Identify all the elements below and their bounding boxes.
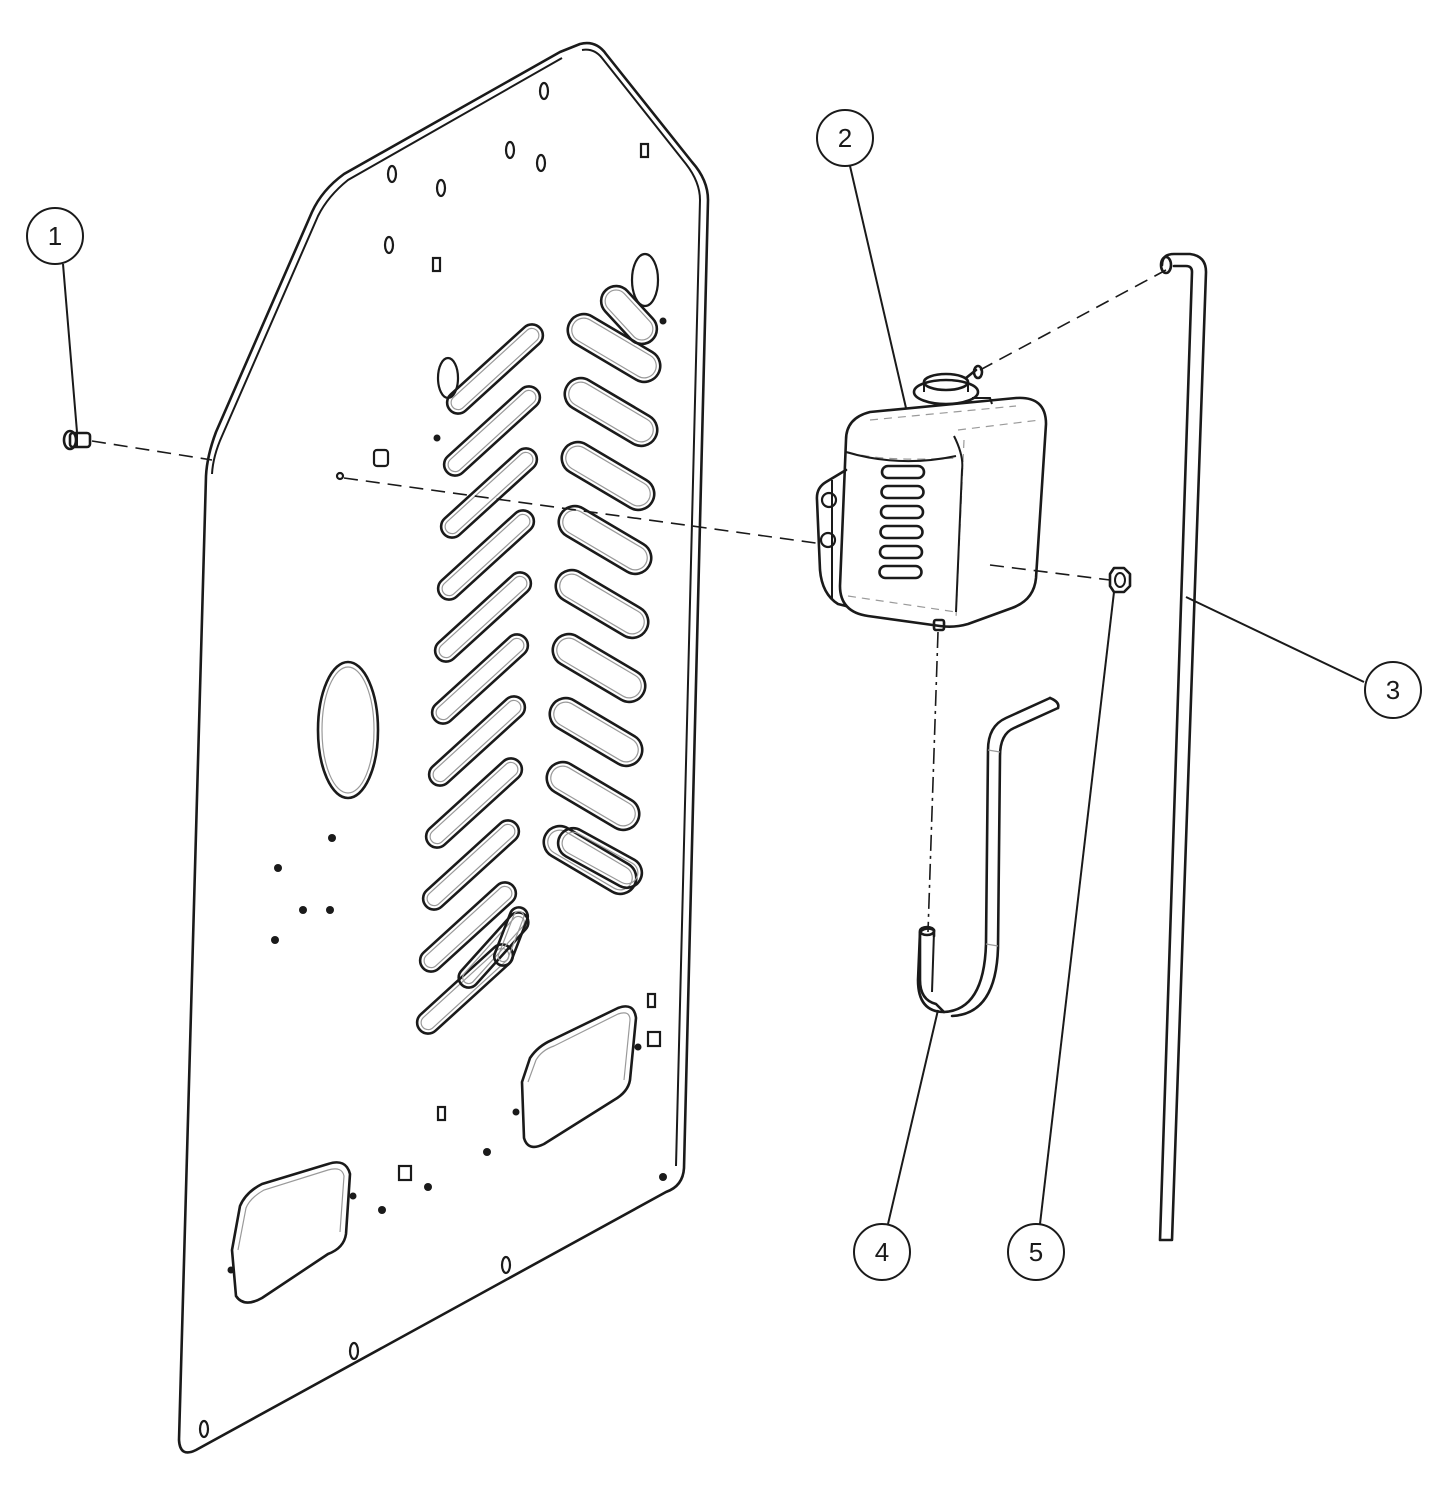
louver-left-slot	[457, 911, 530, 989]
tank-grille-slot	[879, 504, 925, 520]
callout-3-label: 3	[1386, 675, 1400, 705]
part-4-bent-hose	[916, 696, 1060, 1018]
tank-mount-axis-line	[343, 477, 831, 546]
louver-right-slot	[551, 632, 647, 704]
part-4-axis-line	[927, 631, 939, 933]
louver-left-slot	[439, 447, 539, 539]
callout-5: 5	[1007, 591, 1115, 1281]
louver-left-slot	[424, 757, 524, 849]
part-3-axis-line	[979, 269, 1167, 371]
callout-2: 2	[816, 109, 907, 409]
louver-right-slot	[563, 376, 659, 448]
part-1-fastener	[62, 429, 92, 451]
callout-4-label: 4	[875, 1237, 889, 1267]
callout-3: 3	[1185, 596, 1422, 719]
louver-right-slot	[556, 826, 644, 890]
panel-small-holes	[198, 834, 667, 1439]
tank-grille-slots	[878, 464, 926, 580]
panel-oval-openings	[230, 1005, 638, 1304]
tank-grille-slot	[880, 464, 926, 480]
louver-left-slot	[445, 323, 545, 415]
louver-left-slot	[421, 819, 521, 911]
back-panel	[177, 41, 710, 1454]
louver-left-slot	[433, 571, 533, 663]
callout-2-label: 2	[838, 123, 852, 153]
panel-mounting-holes	[335, 81, 667, 481]
louver-left-slot	[427, 695, 527, 787]
tank-grille-slot	[879, 524, 924, 540]
tank-grille-slot	[878, 544, 924, 560]
part-2-tank	[815, 364, 1048, 632]
louver-left-slot	[436, 509, 536, 601]
callout-1-label: 1	[48, 221, 62, 251]
louver-right-slot	[548, 696, 644, 768]
part-3-long-tube	[1158, 252, 1208, 1242]
louver-right-slot	[554, 568, 650, 640]
louver-right-slot	[566, 312, 662, 384]
panel-louvers-right	[542, 284, 662, 896]
panel-round-opening	[316, 660, 380, 800]
tank-grille-slot	[878, 564, 923, 580]
tank-grille-slot	[880, 484, 925, 500]
callout-4: 4	[853, 1009, 939, 1281]
louver-right-slot	[557, 504, 653, 576]
louver-left-slot	[492, 906, 530, 967]
callout-1: 1	[26, 207, 84, 433]
panel-louvers-left	[415, 323, 545, 1035]
part-5-nut	[1108, 566, 1132, 594]
callout-5-label: 5	[1029, 1237, 1043, 1267]
louver-left-slot	[430, 633, 530, 725]
part-5-axis-line	[989, 564, 1111, 581]
louver-right-slot	[560, 440, 656, 512]
part-1-axis-line	[91, 440, 213, 461]
louver-left-slot	[442, 385, 542, 477]
louver-right-slot	[545, 760, 641, 832]
louver-left-slot	[418, 881, 518, 973]
